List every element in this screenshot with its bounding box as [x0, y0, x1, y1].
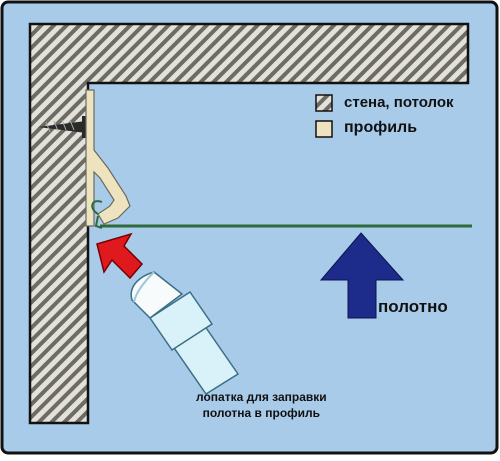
legend-profile-label: профиль — [344, 119, 418, 136]
tool-caption-line1: лопатка для заправки — [196, 390, 327, 404]
canvas-label: полотно — [378, 297, 448, 316]
legend-wall-swatch — [315, 94, 333, 112]
profile-bracket — [85, 89, 131, 227]
tool-caption-line2: полотна в профиль — [202, 406, 321, 420]
screw-icon — [38, 116, 87, 138]
spatula-icon — [130, 271, 240, 396]
tool-caption: лопатка для заправки полотна в профиль — [196, 389, 327, 421]
legend-profile-swatch — [315, 120, 333, 138]
wall-ceiling — [28, 22, 470, 425]
red-arrow-icon — [96, 232, 144, 280]
legend-wall-ceiling-label: стена, потолок — [344, 94, 454, 111]
canvas-tucked-edge — [94, 215, 103, 229]
blue-arrow-icon — [319, 232, 405, 319]
